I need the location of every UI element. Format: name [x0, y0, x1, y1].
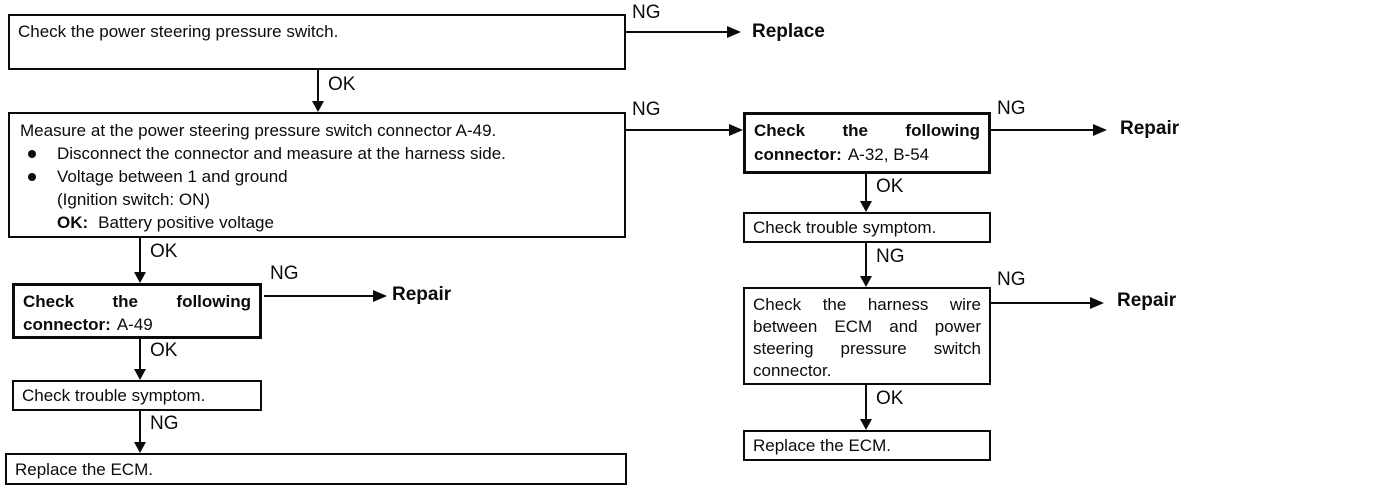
- harness-line-4: connector.: [753, 361, 832, 380]
- check-connector-a32-line2: connector: A-32, B-54: [754, 143, 980, 167]
- arrow-ng-l2-line: [139, 411, 141, 442]
- arrow-ng-3-line: [991, 129, 1094, 131]
- arrow-right-icon: [1090, 297, 1104, 309]
- arrow-ng-5-line: [991, 302, 1091, 304]
- step-measure-title: Measure at the power steering pressure s…: [20, 121, 497, 140]
- arrow-down-icon: [134, 369, 146, 380]
- step-check-switch-box: Check the power steering pressure switch…: [8, 14, 626, 70]
- terminal-repair-2: Repair: [1117, 290, 1177, 311]
- arrow-right-icon: [729, 124, 743, 136]
- ng-label-l1: NG: [270, 263, 299, 284]
- arrow-ng-l1-line: [264, 295, 374, 297]
- arrow-down-icon: [134, 272, 146, 283]
- ok-label-r3: OK: [876, 388, 904, 409]
- arrow-ok-l2-line: [139, 339, 141, 369]
- connector-label: connector:: [754, 145, 842, 164]
- ng-label-5: NG: [997, 269, 1026, 290]
- arrow-down-icon: [312, 101, 324, 112]
- step-measure-box: Measure at the power steering pressure s…: [8, 112, 626, 238]
- step-check-connector-a32-box: Check the following connector: A-32, B-54: [743, 112, 991, 174]
- terminal-repair-1: Repair: [1120, 118, 1180, 139]
- measure-bullet-1: Disconnect the connector and measure at …: [18, 142, 616, 165]
- ng-label-top: NG: [632, 2, 661, 23]
- connector-label: connector:: [23, 315, 111, 334]
- step-check-trouble-left-box: Check trouble symptom.: [12, 380, 262, 411]
- arrow-down-icon: [134, 442, 146, 453]
- terminal-replace: Replace: [752, 21, 825, 42]
- ng-label-2: NG: [632, 99, 661, 120]
- check-trouble-left-text: Check trouble symptom.: [22, 386, 206, 405]
- arrow-down-icon: [860, 276, 872, 287]
- measure-ok-criteria: OK: Battery positive voltage: [18, 211, 616, 234]
- step-replace-ecm-left-box: Replace the ECM.: [5, 453, 627, 485]
- check-trouble-right-text: Check trouble symptom.: [753, 218, 937, 237]
- ng-label-3: NG: [997, 98, 1026, 119]
- harness-line-2: between ECM and power: [753, 317, 981, 336]
- arrow-right-icon: [727, 26, 741, 38]
- step-check-trouble-right-box: Check trouble symptom.: [743, 212, 991, 243]
- measure-bullet-2-text: Voltage between 1 and ground: [57, 167, 288, 186]
- ng-label-r: NG: [876, 246, 905, 267]
- ok-label-l: OK: [150, 241, 178, 262]
- check-connector-a49-line2: connector: A-49: [23, 313, 251, 336]
- arrow-ng-2-line: [626, 129, 730, 131]
- replace-ecm-right-text: Replace the ECM.: [753, 436, 891, 455]
- step-check-switch-text: Check the power steering pressure switch…: [18, 22, 339, 41]
- step-harness-wire-box: Check the harness wire between ECM and p…: [743, 287, 991, 385]
- arrow-ok-r3-line: [865, 385, 867, 419]
- ok-label-r1: OK: [876, 176, 904, 197]
- arrow-ok-r1-line: [865, 174, 867, 202]
- measure-bullet-2: Voltage between 1 and ground: [18, 165, 616, 188]
- arrow-down-icon: [860, 201, 872, 212]
- ng-label-l2: NG: [150, 413, 179, 434]
- bullet-icon: [28, 173, 36, 181]
- arrow-ng-r-line: [865, 243, 867, 276]
- check-connector-a32-line1: Check the following: [754, 121, 980, 140]
- connector-ids: A-32, B-54: [847, 145, 930, 164]
- harness-line-1: Check the harness wire: [753, 295, 981, 314]
- bullet-icon: [28, 150, 36, 158]
- ok-label-1: OK: [328, 74, 356, 95]
- arrow-right-icon: [373, 290, 387, 302]
- terminal-repair-3: Repair: [392, 284, 452, 305]
- arrow-ng-top-line: [626, 31, 728, 33]
- replace-ecm-left-text: Replace the ECM.: [15, 460, 153, 479]
- measure-bullet-1-text: Disconnect the connector and measure at …: [57, 144, 506, 163]
- arrow-ok-1-line: [317, 70, 319, 103]
- step-replace-ecm-right-box: Replace the ECM.: [743, 430, 991, 461]
- harness-line-3: steering pressure switch: [753, 339, 981, 358]
- step-check-connector-a49-box: Check the following connector: A-49: [12, 283, 262, 339]
- arrow-ok-l-line: [139, 238, 141, 272]
- ok-label-l2: OK: [150, 340, 178, 361]
- arrow-right-icon: [1093, 124, 1107, 136]
- ok-criteria-value: Battery positive voltage: [98, 213, 274, 232]
- arrow-down-icon: [860, 419, 872, 430]
- check-connector-a49-line1: Check the following: [23, 292, 251, 311]
- measure-ignition-note: (Ignition switch: ON): [57, 190, 211, 209]
- connector-ids: A-49: [116, 315, 153, 334]
- ok-criteria-label: OK:: [57, 213, 89, 232]
